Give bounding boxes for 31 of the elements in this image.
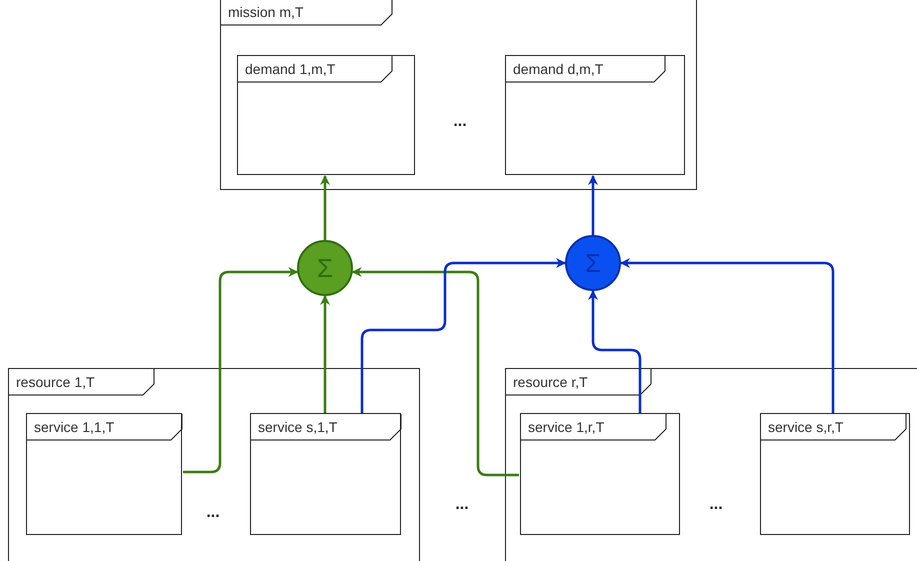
- box-title: service s,r,T: [768, 418, 844, 437]
- component-box: [520, 413, 680, 535]
- component-box: [760, 413, 910, 535]
- arrow: [183, 267, 298, 474]
- box-title: demand 1,m,T: [245, 60, 336, 79]
- frame-box: [505, 368, 917, 561]
- arrow: [588, 175, 598, 235]
- ellipsis: ...: [206, 505, 220, 521]
- component-box: [250, 413, 401, 535]
- ellipsis: ...: [453, 114, 467, 130]
- frame-box: [8, 368, 420, 561]
- box-title: service 1,1,T: [34, 418, 114, 437]
- arrow: [360, 258, 566, 413]
- component-box: [26, 413, 182, 535]
- arrow: [320, 175, 330, 240]
- ellipsis: ...: [455, 497, 469, 513]
- frame-title: resource 1,T: [16, 373, 95, 392]
- frame-box: [220, 0, 697, 190]
- sum-symbol: Σ: [584, 250, 602, 276]
- box-title: service 1,r,T: [528, 418, 604, 437]
- component-box: [237, 55, 415, 175]
- box-title: demand d,m,T: [513, 60, 604, 79]
- ellipsis: ...: [709, 497, 723, 513]
- arrow: [320, 295, 330, 413]
- arrow: [588, 290, 642, 413]
- frame-title: resource r,T: [513, 373, 588, 392]
- arrow: [620, 258, 834, 413]
- arrow: [352, 267, 519, 476]
- component-box: [505, 55, 685, 175]
- frame-title: mission m,T: [228, 3, 304, 22]
- box-title: service s,1,T: [258, 418, 338, 437]
